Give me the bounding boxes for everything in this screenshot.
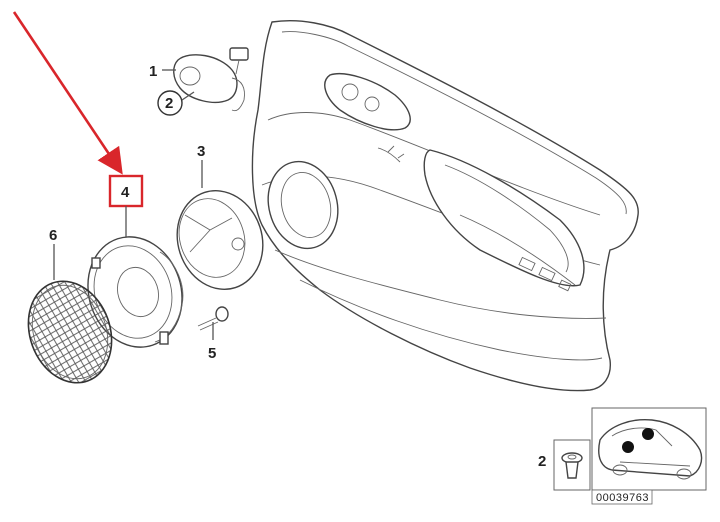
car-silhouette <box>598 418 703 480</box>
tweeter-assembly <box>173 47 249 112</box>
leader-line-2 <box>181 91 195 101</box>
screw <box>197 306 229 331</box>
speaker-housing <box>176 190 264 290</box>
part-circle-2 <box>157 90 183 116</box>
part-label-2: 2 <box>165 95 173 112</box>
highlight-arrow <box>12 11 123 175</box>
part-label-6: 6 <box>49 227 57 244</box>
location-dot-2 <box>622 441 634 453</box>
part-label-4: 4 <box>121 184 130 201</box>
reference-box <box>591 489 653 505</box>
part-label-5: 5 <box>208 345 216 362</box>
speaker-grille <box>27 280 113 384</box>
part-label-3: 3 <box>197 143 205 160</box>
reference-number: 00039763 <box>596 492 649 504</box>
fastener <box>561 452 583 479</box>
door-panel <box>251 20 639 392</box>
part-label-1: 1 <box>149 63 157 80</box>
location-dot-1 <box>642 428 654 440</box>
inset-part-label: 2 <box>538 453 546 470</box>
